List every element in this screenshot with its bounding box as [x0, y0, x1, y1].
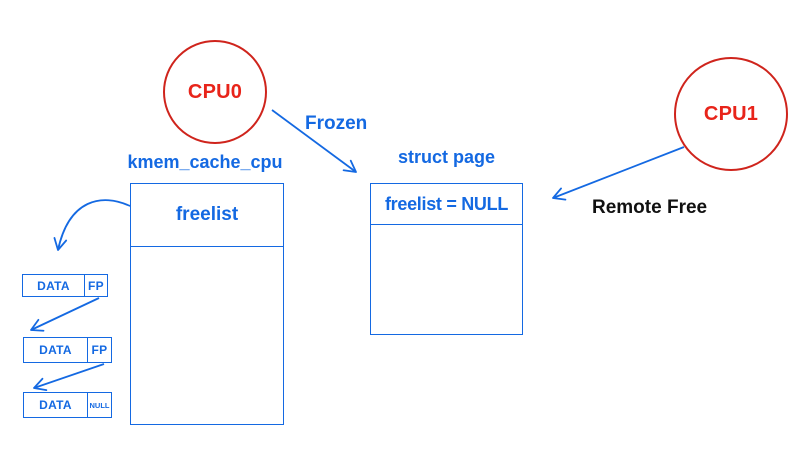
fp-cell: FP: [84, 275, 107, 296]
freelist-pointer-arrow: [53, 199, 131, 251]
remote-free-edge-label: Remote Free: [592, 197, 708, 218]
cpu0-label: CPU0: [187, 80, 243, 103]
cpu1-label: CPU1: [703, 102, 759, 125]
kmem-freelist-field: freelist: [131, 184, 283, 247]
remote-free-arrow: [552, 146, 685, 201]
data-cell: DATA: [39, 398, 72, 412]
fp-cell: FP: [87, 338, 111, 362]
data-cell: DATA: [37, 278, 70, 293]
kmem-cache-cpu-box: freelist: [130, 183, 284, 425]
freelist-block-1: DATA FP: [22, 274, 108, 297]
kmem-cache-cpu-title: kmem_cache_cpu: [127, 152, 283, 172]
struct-page-title: struct page: [397, 147, 496, 167]
frozen-edge-label: Frozen: [305, 113, 368, 134]
freelist-block-2: DATA FP: [23, 337, 112, 363]
freelist-block-3: DATA NULL: [23, 392, 112, 418]
chain-arrow-2: [33, 363, 105, 392]
page-freelist-null-field: freelist = NULL: [371, 184, 522, 225]
chain-arrow-1: [30, 297, 100, 332]
cpu0-node: CPU0: [163, 40, 267, 144]
data-cell: DATA: [39, 343, 72, 357]
cpu1-node: CPU1: [674, 57, 788, 171]
struct-page-box: freelist = NULL: [370, 183, 523, 335]
null-cell: NULL: [87, 393, 111, 417]
